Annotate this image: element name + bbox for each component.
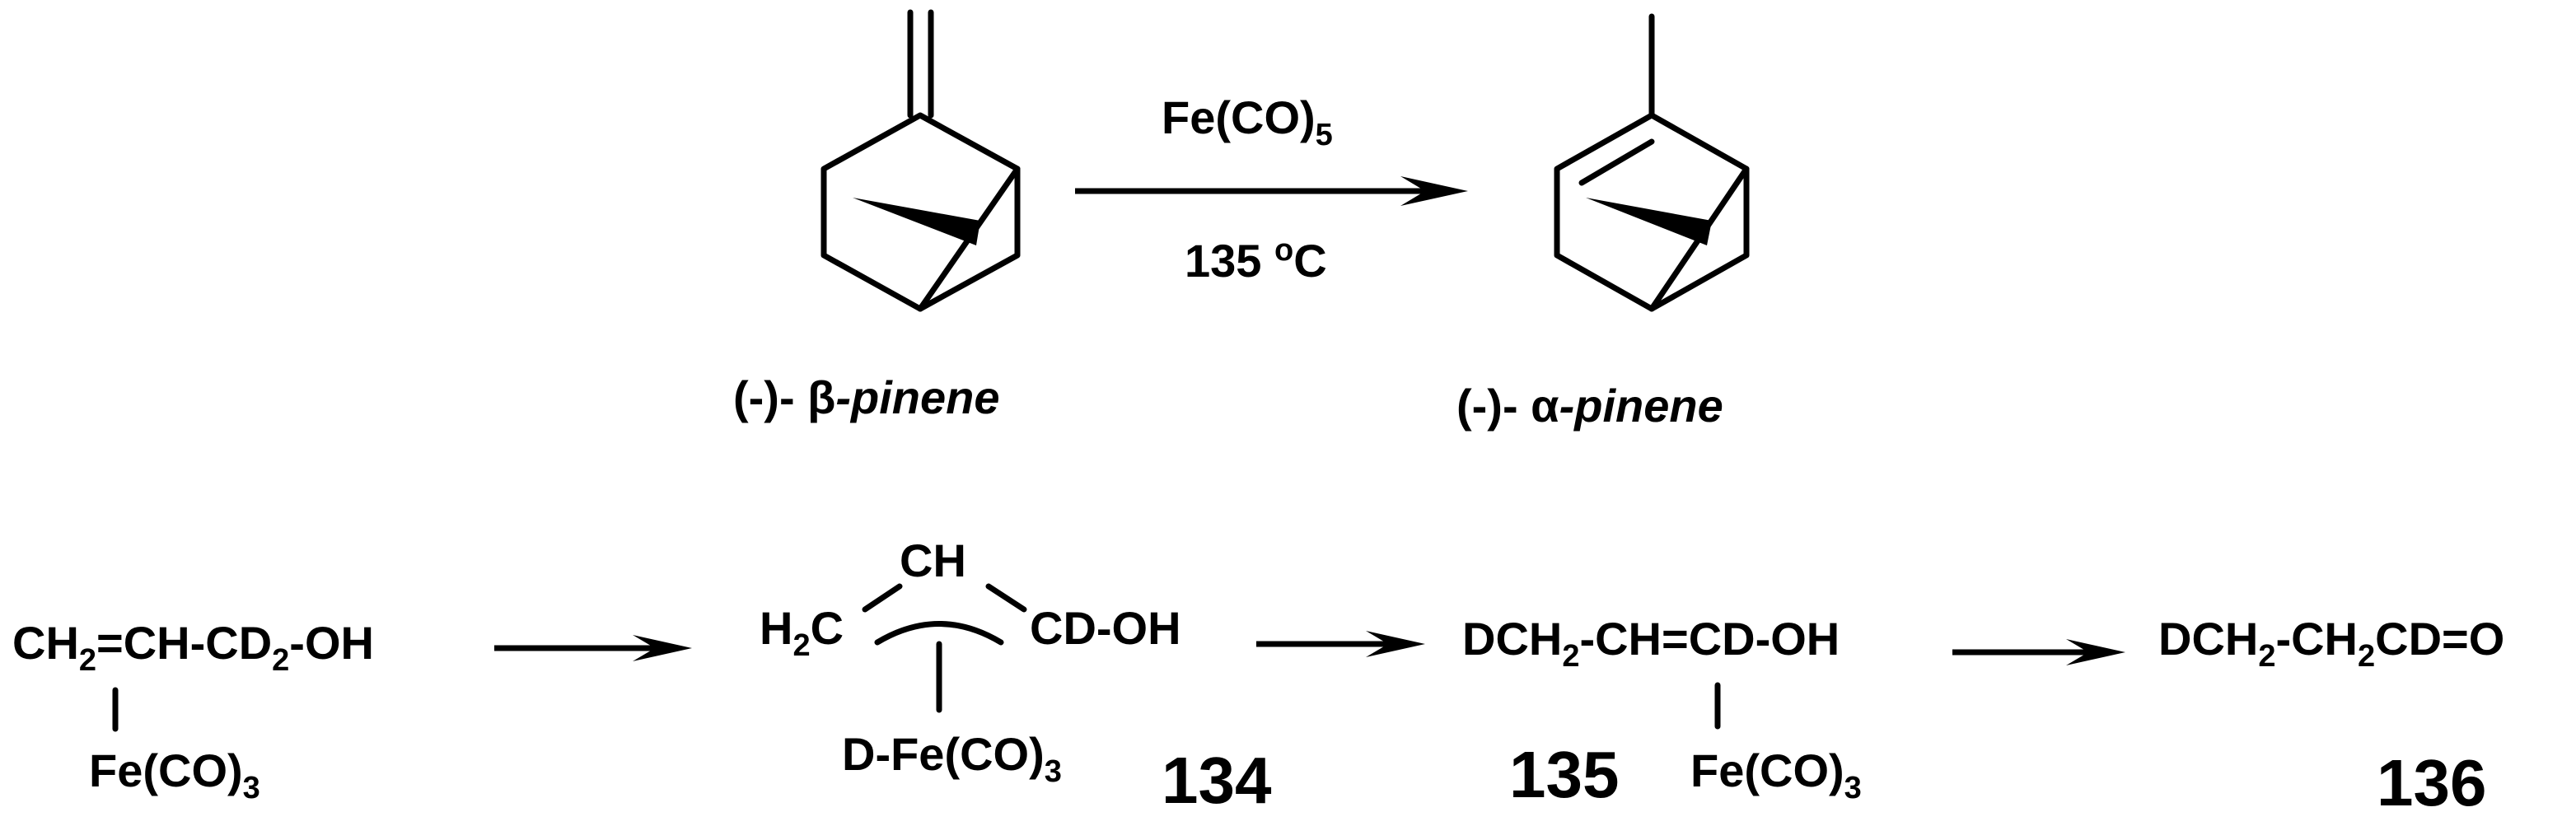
species-134-metal: D-Fe(CO)3 <box>842 728 1062 789</box>
reaction-arrow-2 <box>1256 631 1425 657</box>
alpha-pinene-structure <box>1554 13 1750 312</box>
species-1-metal: Fe(CO)3 <box>89 744 260 805</box>
compound-number-134: 134 <box>1162 744 1272 817</box>
condition-label: 135 oC <box>1185 233 1327 287</box>
species-134-h2c: H2C <box>760 602 844 663</box>
compound-number-135: 135 <box>1509 738 1619 811</box>
species-134-cd-oh: CD-OH <box>1030 602 1181 654</box>
species-1-formula: CH2=CH-CD2-OH <box>12 617 374 678</box>
species-134-ch: CH <box>900 534 966 586</box>
species-136-formula: DCH2-CH2CD=O <box>2158 613 2504 674</box>
beta-pinene-label: (-)- β-pinene <box>733 371 999 423</box>
species-136-aldehyde: DCH2-CH2CD=O 136 <box>2158 613 2504 819</box>
beta-pinene-structure <box>820 9 1021 312</box>
species-135-metal: Fe(CO)3 <box>1690 744 1862 805</box>
alpha-pinene-label: (-)- α-pinene <box>1456 380 1723 432</box>
reaction-arrow-1 <box>494 635 692 661</box>
species-allyl-alcohol-complex: CH2=CH-CD2-OH Fe(CO)3 <box>12 617 374 805</box>
compound-number-136: 136 <box>2377 746 2486 819</box>
species-135-formula: DCH2-CH=CD-OH <box>1462 613 1840 674</box>
reaction-arrow-top <box>1075 176 1468 206</box>
reagent-label: Fe(CO)5 <box>1162 91 1333 152</box>
species-135-enol-complex: DCH2-CH=CD-OH Fe(CO)3 135 <box>1462 613 1862 811</box>
species-134-allyl-complex: CH H2C CD-OH D-Fe(CO)3 134 <box>760 534 1272 817</box>
reaction-arrow-3 <box>1952 639 2125 665</box>
